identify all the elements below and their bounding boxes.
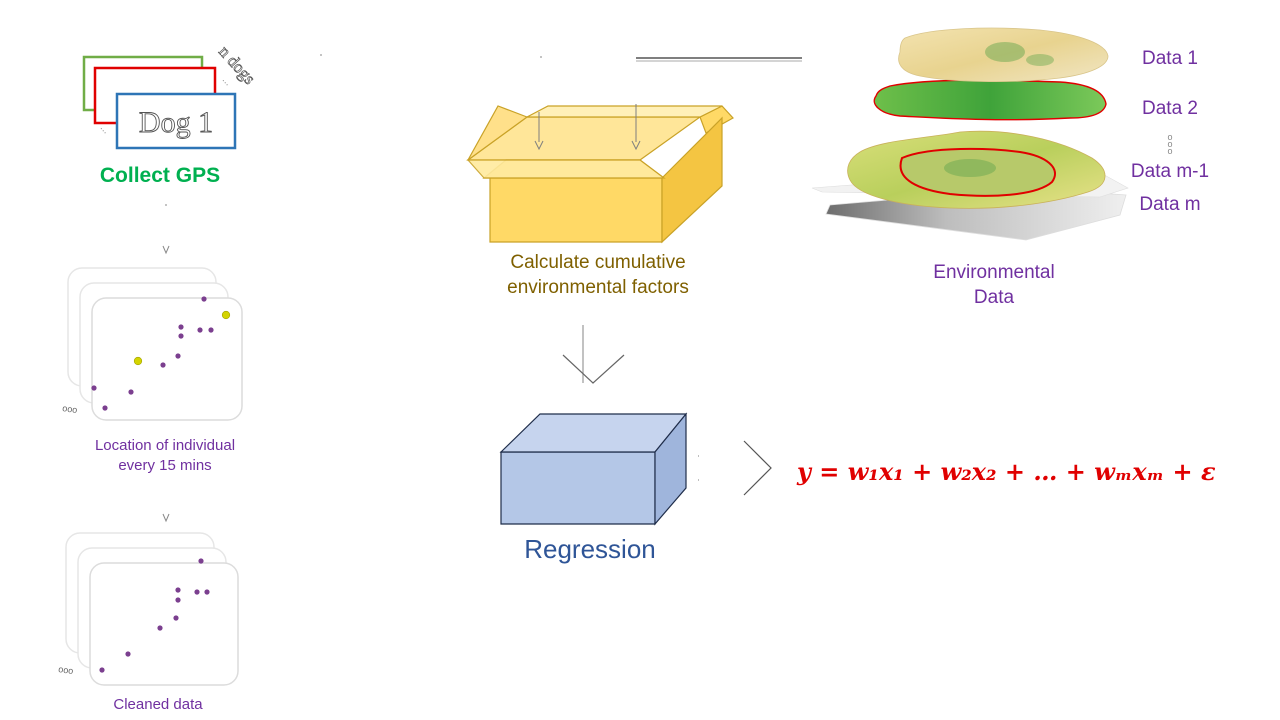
cumulative-label-line2: environmental factors — [507, 276, 689, 298]
layer-label-m: Data m — [1139, 194, 1201, 215]
environmental-label-line2: Data — [973, 286, 1015, 308]
cumulative-label-line1: Calculate cumulative — [510, 252, 686, 273]
collect-gps-label: Collect GPS — [99, 164, 221, 187]
svg-text:o: o — [1167, 146, 1172, 156]
ellipsis-dots: ... — [220, 75, 234, 89]
left-arrows — [162, 54, 542, 523]
location-label-line1: Location of individual — [94, 437, 236, 454]
regression-cube — [499, 412, 688, 526]
location-scatter-stack: ooo — [62, 267, 243, 421]
environmental-label-line1: Environmental — [933, 262, 1055, 283]
cumulative-box — [466, 105, 734, 244]
svg-text:o: o — [1167, 139, 1172, 149]
gps-cards: Dog 1 n dogs ... ... — [82, 42, 260, 150]
layer-label-2: Data 2 — [1142, 98, 1198, 119]
dog-label: Dog 1 — [139, 106, 213, 139]
svg-text:ooo: ooo — [58, 664, 74, 676]
cleaned-data-label: Cleaned data — [113, 696, 203, 713]
cumulative-label: Calculate cumulative environmental facto… — [458, 251, 738, 300]
right-arrow — [698, 440, 772, 496]
regression-equation: y = w₁x₁ + w₂x₂ + … + wₘxₘ + ε — [796, 457, 1216, 486]
environmental-layers: o o o — [811, 27, 1173, 241]
svg-text:ooo: ooo — [62, 403, 78, 415]
cleaned-scatter-stack: ooo — [58, 532, 239, 686]
environmental-data-label: Environmental Data — [894, 261, 1094, 310]
layer-label-m-1: Data m-1 — [1130, 161, 1210, 182]
location-label: Location of individual every 15 mins — [60, 436, 270, 475]
layer-label-1: Data 1 — [1142, 48, 1198, 69]
ellipsis-dots: ... — [98, 123, 112, 137]
card-blue — [115, 92, 237, 150]
box-input-arrows — [534, 57, 802, 151]
location-label-line2: every 15 mins — [118, 456, 212, 474]
down-arrow — [562, 325, 625, 384]
vertical-ellipsis: o — [1167, 132, 1172, 142]
layer-2 — [873, 79, 1107, 121]
regression-label: Regression — [524, 534, 656, 564]
